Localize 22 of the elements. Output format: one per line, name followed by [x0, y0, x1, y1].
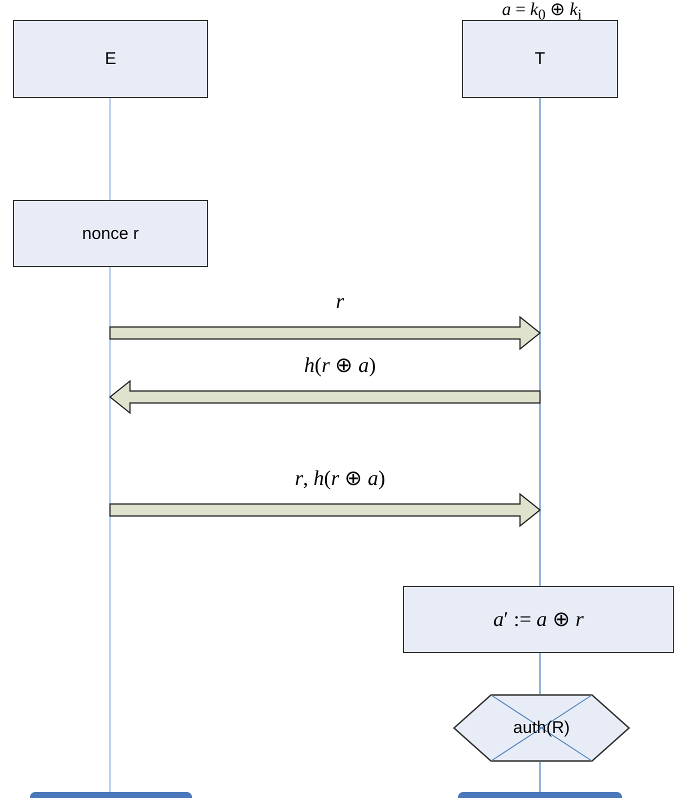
edge-label: h(r ⊕ a) [304, 353, 376, 378]
message-arrow [109, 492, 541, 528]
process-box [462, 20, 618, 98]
process-box [13, 200, 208, 267]
node-label: nonce r [82, 224, 139, 244]
node-label: T [534, 49, 546, 69]
process-box [403, 586, 674, 653]
process-box [13, 20, 208, 98]
message-arrow [109, 380, 541, 414]
lifeline-end-bar [30, 792, 192, 798]
lifeline-end-bar [458, 792, 622, 798]
lifeline [109, 267, 111, 792]
edge-label: r [336, 289, 344, 314]
node-label: E [104, 49, 116, 69]
lifeline [109, 98, 111, 200]
formula: a′ := a ⊕ r [493, 607, 584, 632]
edge-label: r, h(r ⊕ a) [294, 466, 386, 491]
formula: a = k$_{0}$ ⊕ k$_{i}$ [502, 0, 582, 24]
message-arrow [109, 316, 541, 350]
lifeline [539, 762, 541, 792]
lifeline [539, 98, 541, 586]
lifeline [539, 653, 541, 694]
